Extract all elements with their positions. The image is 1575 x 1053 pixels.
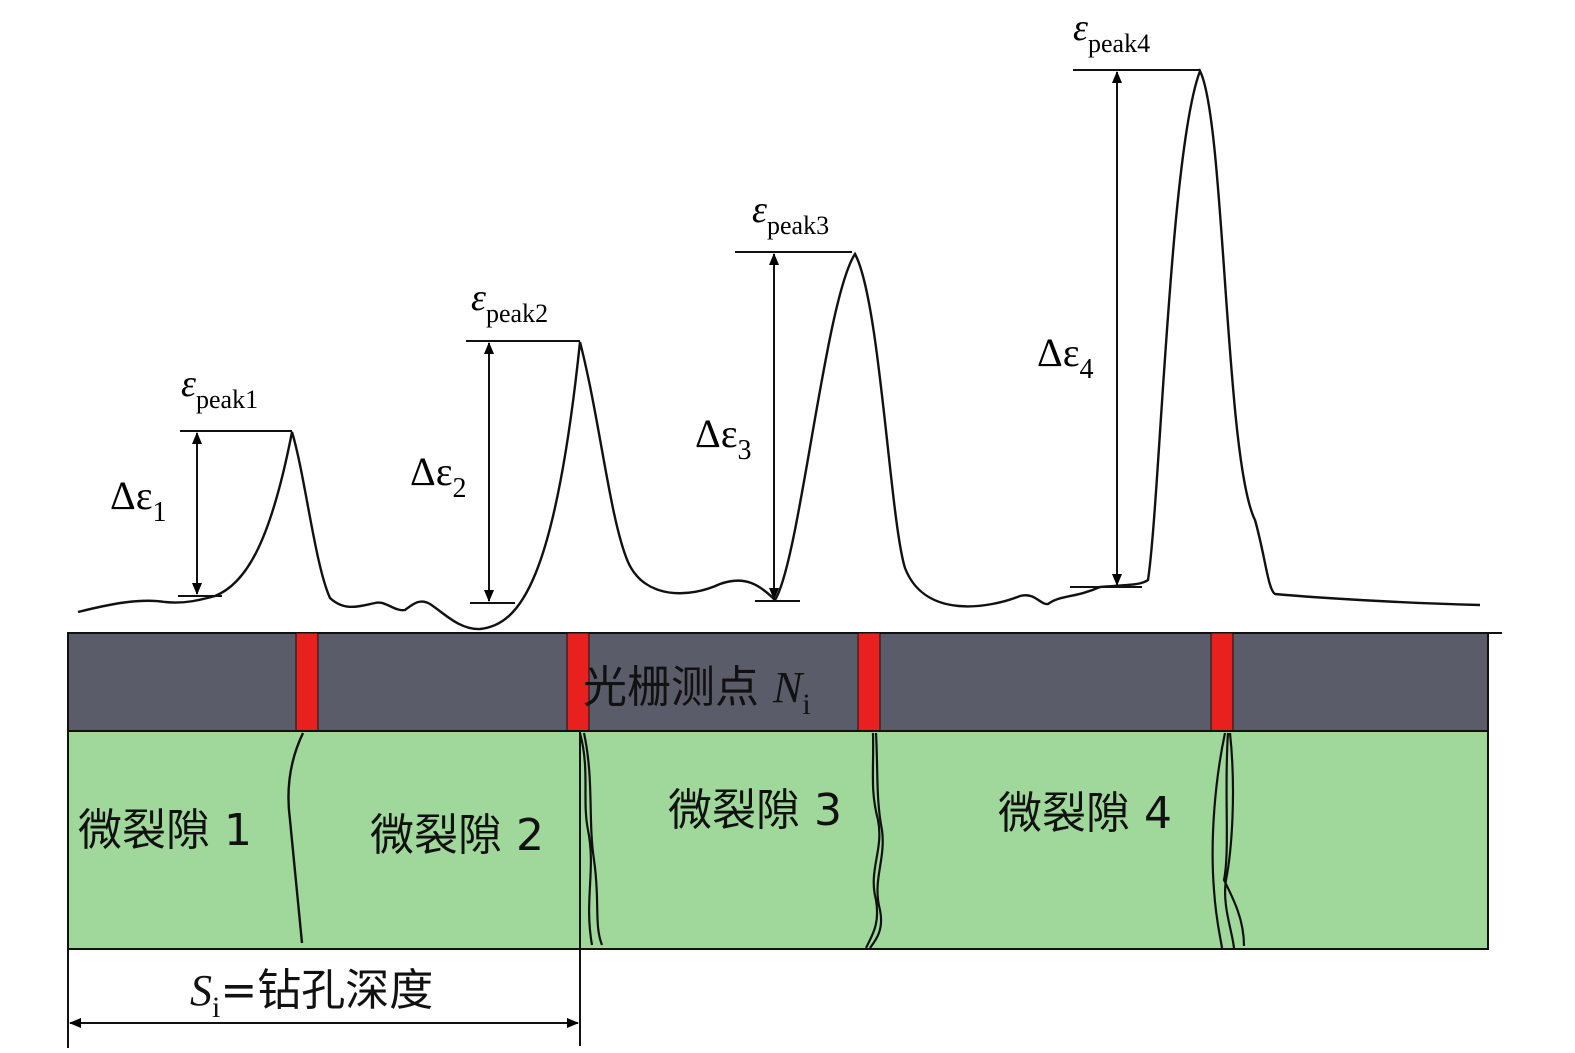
peak-3-label: εpeak3 [752, 189, 829, 240]
peak-2-label: εpeak2 [471, 277, 548, 328]
micro-crack-label-1: 微裂隙 1 [78, 805, 252, 856]
strain-curve [77, 68, 1481, 631]
peak-3-annotation: εpeak3 Δε3 [695, 189, 852, 602]
micro-crack-3 [865, 732, 884, 949]
depth-dimension: Si=钻孔深度 [67, 949, 579, 1048]
micro-crack-1 [287, 732, 305, 944]
peak-1-label: εpeak1 [181, 363, 258, 414]
delta-2-label: Δε2 [410, 449, 467, 504]
grating-point-4 [1210, 632, 1234, 732]
peak-4-label: εpeak4 [1073, 7, 1150, 58]
peak-2-annotation: εpeak2 Δε2 [410, 277, 580, 604]
depth-label: Si=钻孔深度 [190, 965, 433, 1024]
micro-crack-2 [578, 732, 604, 946]
delta-1-label: Δε1 [110, 473, 167, 528]
rock-band: 微裂隙 1 微裂隙 2 微裂隙 3 微裂隙 4 [67, 730, 1489, 1046]
micro-crack-label-2: 微裂隙 2 [370, 810, 544, 861]
micro-crack-4 [1211, 732, 1246, 949]
peak-1-annotation: εpeak1 Δε1 [110, 363, 292, 597]
grating-point-1 [295, 632, 319, 732]
grating-point-3 [857, 632, 881, 732]
delta-4-label: Δε4 [1037, 330, 1094, 385]
grating-label: 光栅测点 Ni [583, 662, 811, 721]
grating-band: 光栅测点 Ni [67, 632, 1502, 732]
peak-4-annotation: εpeak4 Δε4 [1037, 7, 1200, 588]
micro-crack-label-4: 微裂隙 4 [998, 788, 1172, 839]
micro-crack-label-3: 微裂隙 3 [668, 785, 842, 836]
delta-3-label: Δε3 [695, 411, 752, 466]
